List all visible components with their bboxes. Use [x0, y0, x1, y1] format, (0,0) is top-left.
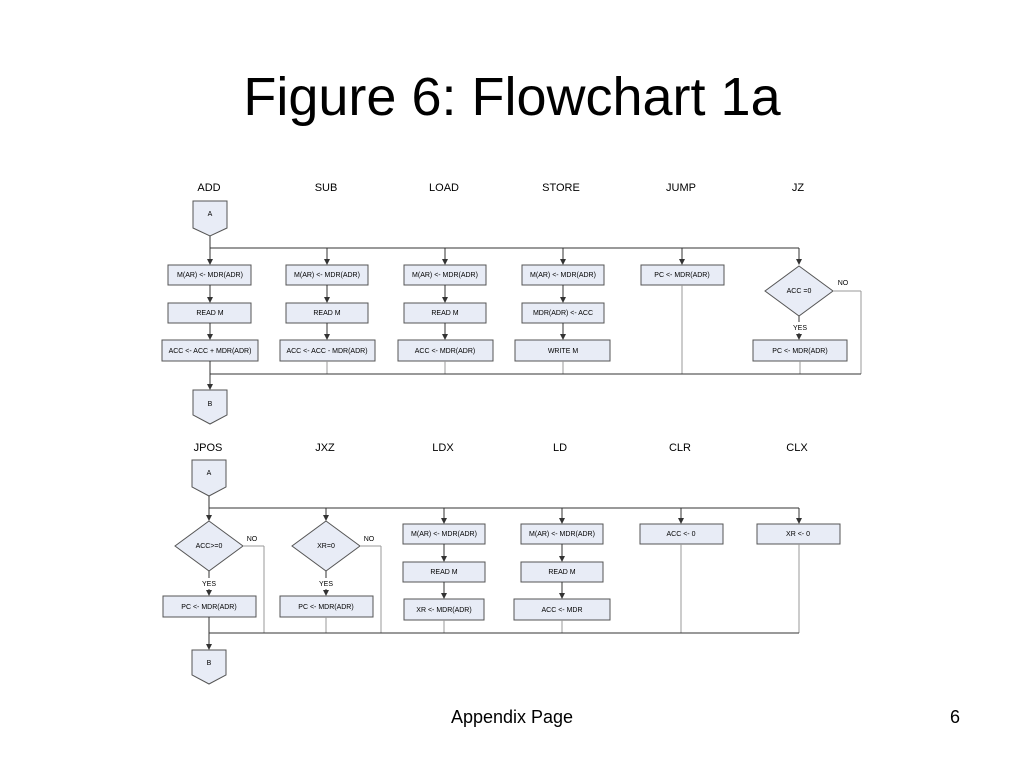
bottom-col-clx: XR <- 0 — [756, 523, 841, 545]
bottom-jxz-yes-label: YES — [319, 581, 333, 588]
top-jz-no-label: NO — [838, 280, 849, 287]
connector-a-bottom: A — [191, 459, 227, 497]
top-col-sub: M(AR) <- MDR(ADR) READ M ACC <- ACC - MD… — [279, 264, 376, 362]
top-jz-decision-label: ACC =0 — [787, 288, 812, 295]
bottom-jpos-decision-label: ACC>=0 — [196, 543, 223, 550]
top-store-step-3: WRITE M — [548, 348, 578, 355]
top-flow: ADD SUB LOAD STORE JUMP JZ A M(AR) <- MD… — [161, 182, 862, 425]
top-jump-step-1: PC <- MDR(ADR) — [654, 272, 709, 279]
bottom-ld-step-3: ACC <- MDR — [541, 607, 582, 614]
top-jz-step-1: PC <- MDR(ADR) — [772, 348, 827, 355]
bottom-flow: JPOS JXZ LDX LD CLR CLX A ACC>=0 NO YES — [162, 442, 841, 685]
top-add-step-1: M(AR) <- MDR(ADR) — [177, 272, 243, 279]
page-number: 6 — [949, 707, 960, 727]
bottom-ldx-step-2: READ M — [430, 569, 457, 576]
connector-a-top-label: A — [208, 211, 213, 218]
flowchart-diagram: ADD SUB LOAD STORE JUMP JZ A M(AR) <- MD… — [161, 182, 862, 685]
bottom-ld-step-2: READ M — [548, 569, 575, 576]
top-col-store: M(AR) <- MDR(ADR) MDR(ADR) <- ACC WRITE … — [514, 264, 611, 362]
top-store-step-2: MDR(ADR) <- ACC — [533, 310, 593, 317]
bottom-col-jxz: XR=0 NO YES PC <- MDR(ADR) — [279, 520, 382, 633]
bottom-header-clr: CLR — [669, 442, 691, 454]
top-store-step-1: M(AR) <- MDR(ADR) — [530, 272, 596, 279]
top-sub-step-3: ACC <- ACC - MDR(ADR) — [286, 348, 367, 355]
top-load-step-3: ACC <- MDR(ADR) — [415, 348, 475, 355]
bottom-col-ldx: M(AR) <- MDR(ADR) READ M XR <- MDR(ADR) — [402, 523, 486, 621]
top-header-load: LOAD — [429, 182, 459, 194]
bottom-jpos-no-label: NO — [247, 536, 258, 543]
top-header-jump: JUMP — [666, 182, 696, 194]
connector-b-top: B — [192, 389, 228, 425]
bottom-clx-step-1: XR <- 0 — [786, 531, 810, 538]
bottom-header-jxz: JXZ — [315, 442, 335, 454]
bottom-jxz-step-1: PC <- MDR(ADR) — [298, 604, 353, 611]
bottom-jpos-step-1: PC <- MDR(ADR) — [181, 604, 236, 611]
top-sub-step-1: M(AR) <- MDR(ADR) — [294, 272, 360, 279]
bottom-jpos-yes-label: YES — [202, 581, 216, 588]
bottom-header-ld: LD — [553, 442, 567, 454]
connector-a-bottom-label: A — [207, 470, 212, 477]
top-add-step-2: READ M — [196, 310, 223, 317]
bottom-col-clr: ACC <- 0 — [639, 523, 724, 545]
top-header-add: ADD — [197, 182, 220, 194]
bottom-clr-step-1: ACC <- 0 — [667, 531, 696, 538]
top-header-jz: JZ — [792, 182, 805, 194]
top-col-jz: ACC =0 NO YES PC <- MDR(ADR) — [752, 265, 861, 362]
bottom-header-ldx: LDX — [432, 442, 454, 454]
bottom-ld-step-1: M(AR) <- MDR(ADR) — [529, 531, 595, 538]
footer-label: Appendix Page — [450, 707, 574, 727]
bottom-ldx-step-3: XR <- MDR(ADR) — [416, 607, 471, 614]
connector-a-top: A — [192, 200, 228, 237]
top-load-step-1: M(AR) <- MDR(ADR) — [412, 272, 478, 279]
top-col-add: M(AR) <- MDR(ADR) READ M ACC <- ACC + MD… — [161, 264, 259, 362]
top-sub-step-2: READ M — [313, 310, 340, 317]
top-header-store: STORE — [542, 182, 580, 194]
bottom-ldx-step-1: M(AR) <- MDR(ADR) — [411, 531, 477, 538]
top-col-load: M(AR) <- MDR(ADR) READ M ACC <- MDR(ADR) — [397, 264, 494, 362]
top-load-step-2: READ M — [431, 310, 458, 317]
bottom-header-jpos: JPOS — [194, 442, 223, 454]
bottom-col-ld: M(AR) <- MDR(ADR) READ M ACC <- MDR — [513, 523, 611, 621]
connector-b-bottom: B — [191, 649, 227, 685]
bottom-jxz-no-label: NO — [364, 536, 375, 543]
bottom-jxz-decision-label: XR=0 — [317, 543, 335, 550]
top-header-sub: SUB — [315, 182, 338, 194]
top-jz-yes-label: YES — [793, 325, 807, 332]
slide-title: Figure 6: Flowchart 1a — [243, 67, 781, 127]
top-add-step-3: ACC <- ACC + MDR(ADR) — [169, 348, 252, 355]
bottom-col-jpos: ACC>=0 NO YES PC <- MDR(ADR) — [162, 520, 265, 633]
connector-b-bottom-label: B — [207, 660, 212, 667]
connector-b-top-label: B — [208, 401, 213, 408]
bottom-header-clx: CLX — [786, 442, 808, 454]
top-col-jump: PC <- MDR(ADR) — [640, 264, 725, 286]
